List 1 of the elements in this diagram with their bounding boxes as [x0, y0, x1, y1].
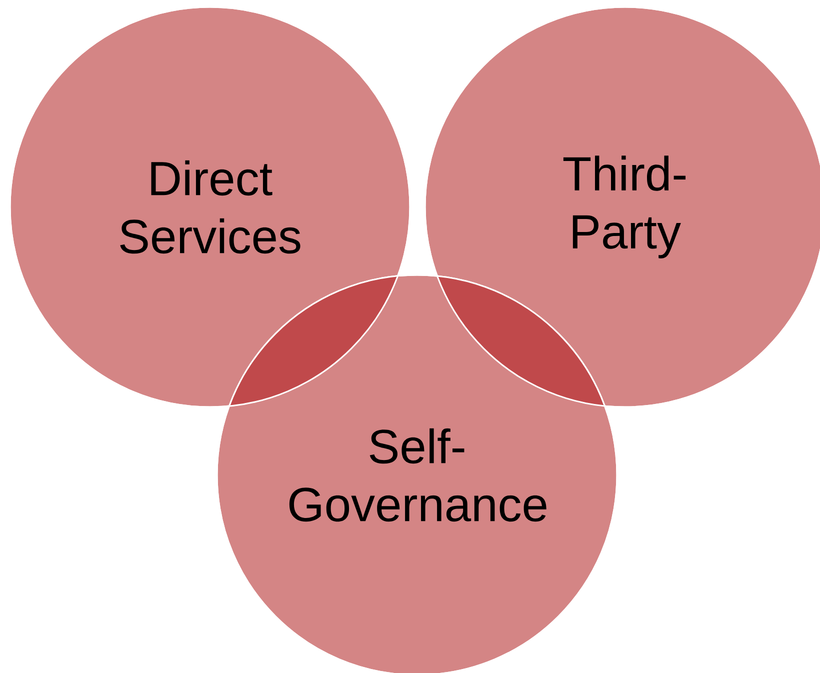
node-label: Self-Governance — [289, 428, 546, 522]
